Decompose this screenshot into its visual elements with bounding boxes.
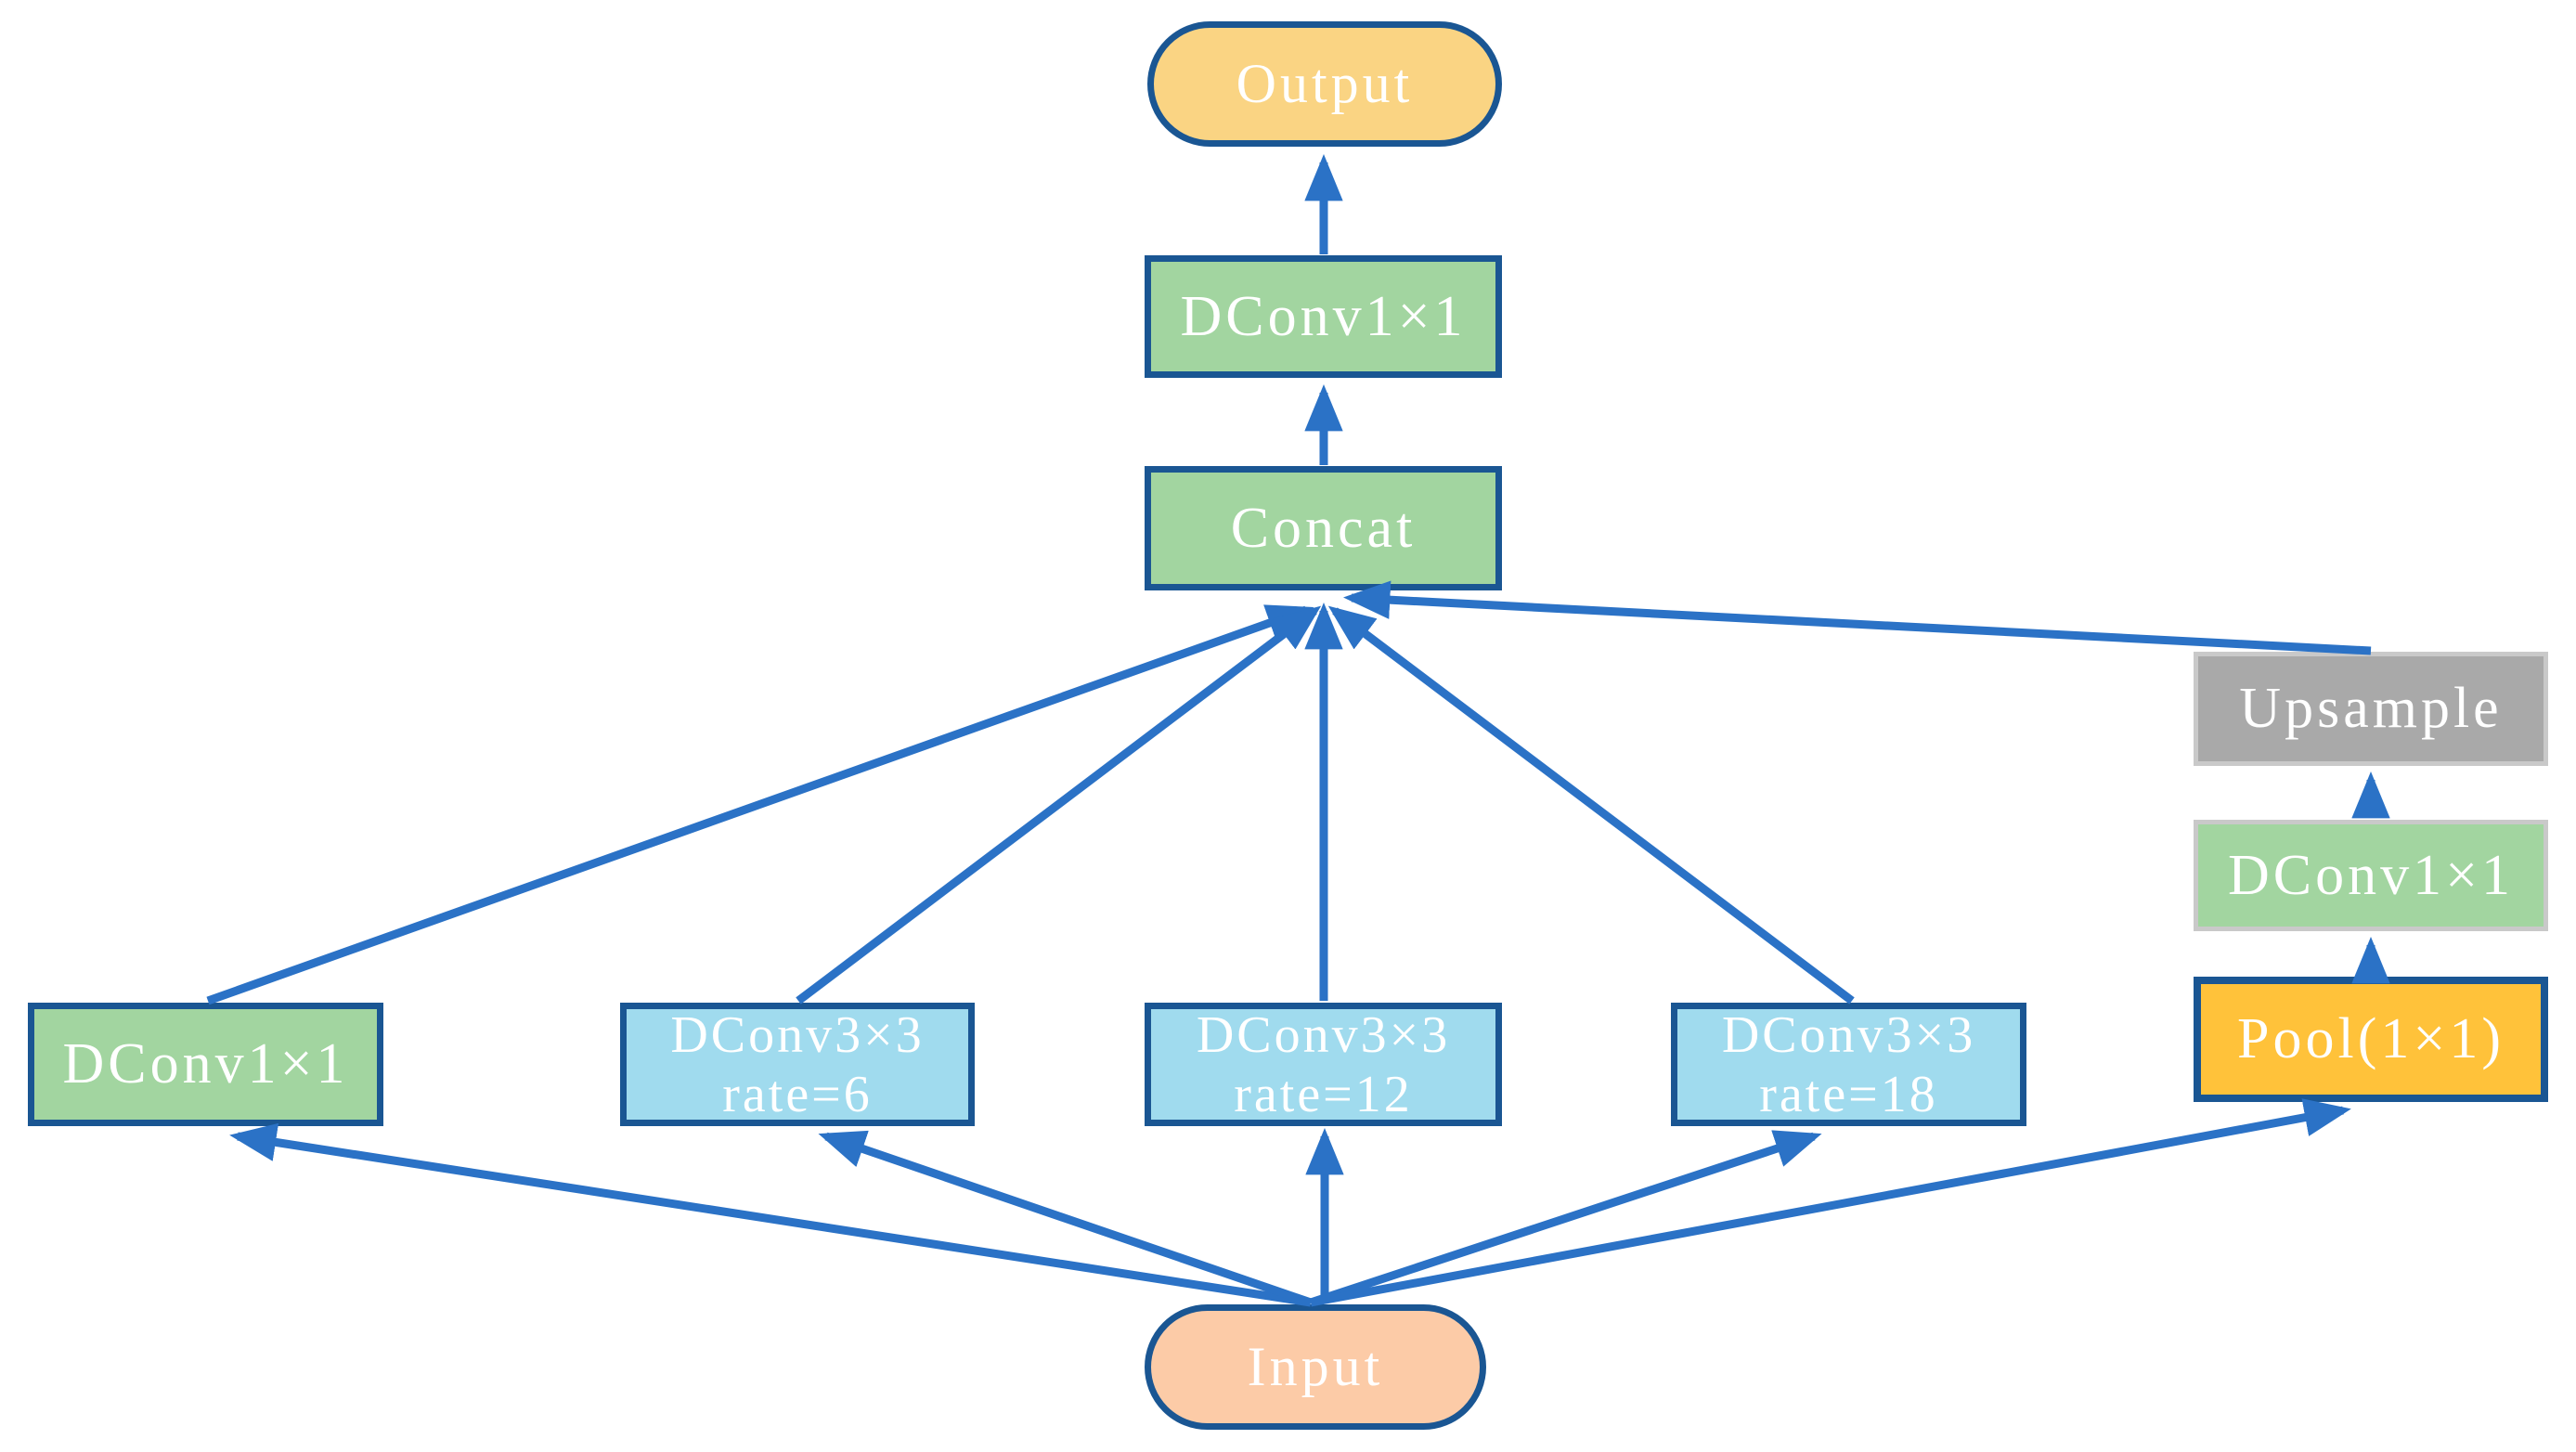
node-output-label: Output [1236,53,1414,114]
node-pool-label: Pool(1×1) [2237,1007,2505,1070]
node-input: Input [1145,1304,1486,1430]
node-upsample: Upsample [2194,652,2548,766]
node-dconv1x1-top: DConv1×1 [1145,255,1502,378]
node-dconv3x3-rate6: DConv3×3 rate=6 [620,1003,975,1126]
node-dconv3x3-rate18: DConv3×3 rate=18 [1671,1003,2026,1126]
node-dconv1x1-right: DConv1×1 [2194,820,2548,931]
node-dconv1x1-left-label: DConv1×1 [62,1032,349,1095]
node-dconv3x3-rate12: DConv3×3 rate=12 [1145,1003,1502,1126]
edge-upsample-to-concat [1343,580,2372,655]
edge-input-to-dconv1x1left [229,1122,1312,1307]
node-rate6-label: DConv3×3 [670,1005,925,1064]
node-dconv1x1-right-label: DConv1×1 [2227,843,2515,907]
edge-dconv1x1left-to-concat [206,604,1314,1005]
edge-input-to-rate6 [818,1130,1313,1307]
node-concat-label: Concat [1230,496,1417,560]
edge-input-to-rate18 [1309,1130,1822,1307]
node-rate6-sublabel: rate=6 [722,1065,873,1123]
node-rate12-label: DConv3×3 [1196,1005,1451,1064]
node-rate18-label: DConv3×3 [1721,1005,1976,1064]
node-rate18-sublabel: rate=18 [1759,1065,1938,1123]
node-rate12-sublabel: rate=12 [1234,1065,1413,1123]
node-pool: Pool(1×1) [2194,977,2548,1102]
node-dconv1x1-left: DConv1×1 [28,1003,383,1126]
node-dconv1x1-top-label: DConv1×1 [1180,284,1467,348]
node-output: Output [1147,21,1502,147]
edge-rate18-to-concat [1327,605,1855,1005]
edge-input-to-pool [1310,1098,2351,1307]
node-input-label: Input [1247,1336,1384,1397]
edge-rate6-to-concat [796,605,1322,1005]
node-upsample-label: Upsample [2239,677,2503,740]
node-concat: Concat [1145,466,1502,590]
